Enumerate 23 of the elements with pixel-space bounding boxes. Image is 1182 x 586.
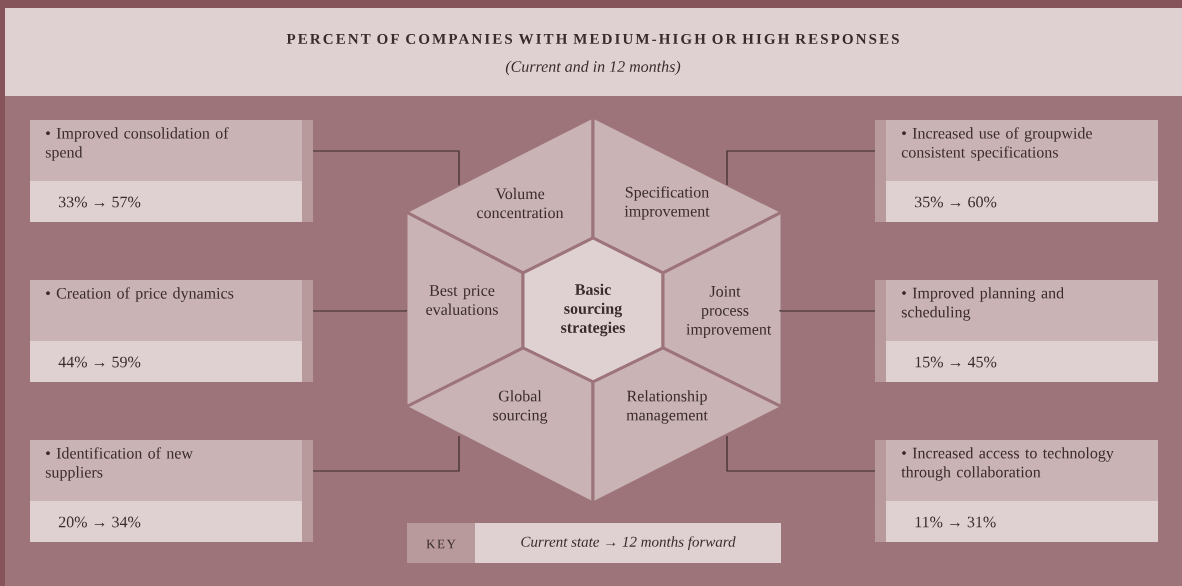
connector-line	[726, 150, 876, 186]
statement-box: • Improved consolidation of spend 33% → 57%	[30, 120, 313, 222]
connector-line	[312, 150, 460, 186]
node-label: 35% → 60%	[914, 196, 997, 208]
statement-box: • Increased access to technology through collaboration 11% → 31%	[875, 440, 1158, 542]
node-label: 44% → 59%	[58, 356, 141, 368]
statement-box: • Creation of price dynamics 44% → 59%	[30, 280, 313, 382]
connector-line	[726, 435, 876, 472]
node-label: 33% → 57%	[58, 196, 141, 208]
connector-line	[312, 309, 407, 312]
node-label: 20% → 34%	[58, 516, 141, 528]
title: PERCENT OF COMPANIES WITH MEDIUM-HIGH OR HIGH RESPONSES	[286, 33, 899, 45]
node-label: 11% → 31%	[915, 516, 996, 528]
center-hexagon: Basic sourcing strategies	[521, 236, 665, 384]
subtitle: (Current and in 12 months)	[505, 60, 681, 76]
node-label: 15% → 45%	[915, 356, 997, 368]
statement-box: • Improved planning and scheduling 15% → 45%	[875, 280, 1158, 382]
statement-box: • Identification of new suppliers 20% → 34%	[30, 440, 313, 542]
connector-line	[312, 435, 460, 472]
key-text: Current state → 12 months forward	[475, 523, 781, 563]
statement-box: • Increased use of groupwide consistent specifications 35% → 60%	[875, 120, 1158, 222]
key-label: KEY	[407, 523, 475, 563]
connector-line	[779, 309, 876, 312]
